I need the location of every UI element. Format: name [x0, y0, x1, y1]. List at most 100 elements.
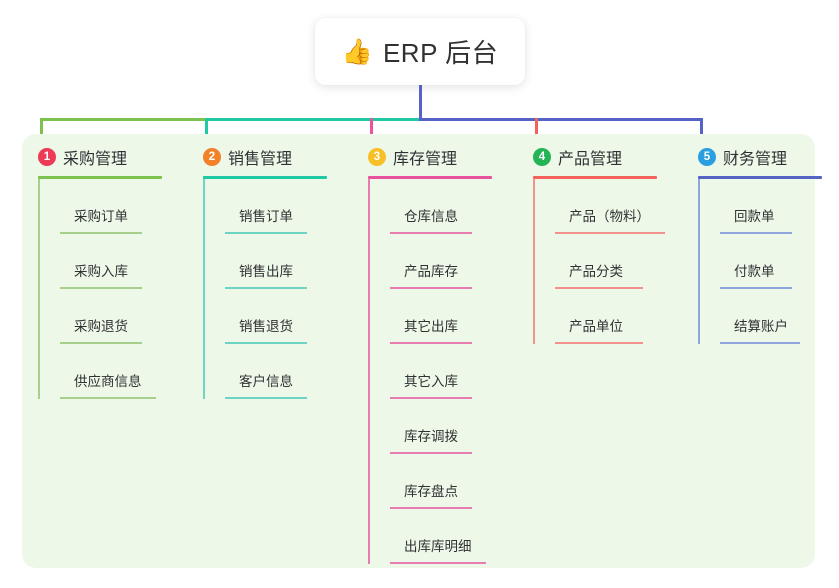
branch-item-label: 采购退货: [74, 319, 128, 334]
branch-item-label: 产品（物料）: [569, 209, 650, 224]
branch-header-5[interactable]: 5 财务管理: [682, 144, 822, 170]
branch-item-label: 库存调拨: [404, 429, 458, 444]
branch-header-1[interactable]: 1 采购管理: [22, 144, 162, 170]
branch-item[interactable]: 销售订单: [225, 179, 327, 234]
branch-underline: [203, 176, 327, 179]
branch-item[interactable]: 结算账户: [720, 289, 822, 344]
branch-item[interactable]: 产品分类: [555, 234, 657, 289]
branch-item[interactable]: 库存盘点: [390, 454, 492, 509]
branch-underline: [38, 176, 162, 179]
branch-item-label: 产品库存: [404, 264, 458, 279]
branch-items: 回款单付款单结算账户: [698, 179, 822, 344]
branch-item-underline: [555, 342, 643, 344]
branch-spine: [368, 179, 370, 564]
branch-items: 仓库信息产品库存其它出库其它入库库存调拨库存盘点出库库明细: [368, 179, 492, 564]
branch-item[interactable]: 其它入库: [390, 344, 492, 399]
root-stem: [419, 85, 422, 121]
branch-item-label: 仓库信息: [404, 209, 458, 224]
branch-item[interactable]: 库存调拨: [390, 399, 492, 454]
branch-item[interactable]: 产品单位: [555, 289, 657, 344]
branch-item-label: 出库库明细: [404, 539, 472, 554]
branch-spine: [533, 179, 535, 344]
branch-spine: [38, 179, 40, 399]
branch-item-underline: [390, 562, 486, 564]
thumbs-up-icon: 👍: [341, 37, 373, 66]
branch-item[interactable]: 客户信息: [225, 344, 327, 399]
branch-item[interactable]: 销售退货: [225, 289, 327, 344]
root-node-label: ERP 后台: [382, 38, 499, 68]
branch-item-underline: [60, 287, 142, 289]
branch-spine: [203, 179, 205, 399]
branch-item-label: 回款单: [734, 209, 775, 224]
branch-items: 销售订单销售出库销售退货客户信息: [203, 179, 327, 399]
branch-header-3[interactable]: 3 库存管理: [352, 144, 492, 170]
branch-number-badge: 1: [38, 148, 56, 166]
branch-item-underline: [225, 232, 307, 234]
branch-item[interactable]: 采购订单: [60, 179, 162, 234]
bus-segment-3: [419, 118, 703, 121]
branch-column-1: 1 采购管理采购订单采购入库采购退货供应商信息: [22, 144, 162, 399]
branch-item-label: 产品单位: [569, 319, 623, 334]
branch-item[interactable]: 其它出库: [390, 289, 492, 344]
branch-item[interactable]: 供应商信息: [60, 344, 162, 399]
branch-item-label: 销售退货: [239, 319, 293, 334]
branch-title: 采购管理: [63, 151, 128, 168]
branch-item-label: 客户信息: [239, 374, 293, 389]
branch-item[interactable]: 产品（物料）: [555, 179, 665, 234]
branch-item-underline: [555, 232, 665, 234]
branch-column-3: 3 库存管理仓库信息产品库存其它出库其它入库库存调拨库存盘点出库库明细: [352, 144, 492, 564]
branch-item-underline: [720, 287, 792, 289]
branch-item-label: 结算账户: [734, 319, 788, 334]
branch-item-label: 产品分类: [569, 264, 623, 279]
branch-item[interactable]: 销售出库: [225, 234, 327, 289]
branch-item-underline: [60, 232, 142, 234]
branch-item-underline: [225, 342, 307, 344]
root-node[interactable]: 👍 ERP 后台: [315, 18, 525, 85]
branch-underline: [533, 176, 657, 179]
bus-segment-2: [205, 118, 422, 121]
branch-item-label: 库存盘点: [404, 484, 458, 499]
branch-item-label: 采购入库: [74, 264, 128, 279]
branch-number-badge: 3: [368, 148, 386, 166]
branch-number-badge: 2: [203, 148, 221, 166]
branch-underline: [698, 176, 822, 179]
branch-item-label: 付款单: [734, 264, 775, 279]
branch-item-underline: [390, 232, 472, 234]
branch-item-label: 供应商信息: [74, 374, 142, 389]
branch-title: 财务管理: [723, 151, 788, 168]
branch-header-2[interactable]: 2 销售管理: [187, 144, 327, 170]
branch-item-label: 采购订单: [74, 209, 128, 224]
branch-title: 库存管理: [393, 151, 458, 168]
branches-panel: [22, 134, 815, 568]
branch-column-5: 5 财务管理回款单付款单结算账户: [682, 144, 822, 344]
branch-item-underline: [390, 452, 472, 454]
branch-item-underline: [555, 287, 643, 289]
branch-item[interactable]: 仓库信息: [390, 179, 492, 234]
branch-item[interactable]: 采购退货: [60, 289, 162, 344]
branch-spine: [698, 179, 700, 344]
branch-item-underline: [390, 397, 472, 399]
branch-item-label: 销售出库: [239, 264, 293, 279]
branch-item[interactable]: 采购入库: [60, 234, 162, 289]
branch-item-underline: [390, 342, 472, 344]
branch-number-badge: 5: [698, 148, 716, 166]
branch-item-underline: [60, 397, 156, 399]
branch-item-label: 其它出库: [404, 319, 458, 334]
branch-item[interactable]: 付款单: [720, 234, 822, 289]
branch-item[interactable]: 出库库明细: [390, 509, 492, 564]
branch-item-underline: [720, 342, 800, 344]
branch-item-underline: [225, 397, 307, 399]
branch-items: 产品（物料） 产品分类产品单位: [533, 179, 665, 344]
branch-title: 销售管理: [228, 151, 293, 168]
branch-item-underline: [390, 287, 472, 289]
branch-items: 采购订单采购入库采购退货供应商信息: [38, 179, 162, 399]
branch-item[interactable]: 产品库存: [390, 234, 492, 289]
branch-underline: [368, 176, 492, 179]
branch-item-underline: [60, 342, 142, 344]
branch-item[interactable]: 回款单: [720, 179, 822, 234]
branch-item-underline: [720, 232, 792, 234]
branch-item-underline: [390, 507, 472, 509]
